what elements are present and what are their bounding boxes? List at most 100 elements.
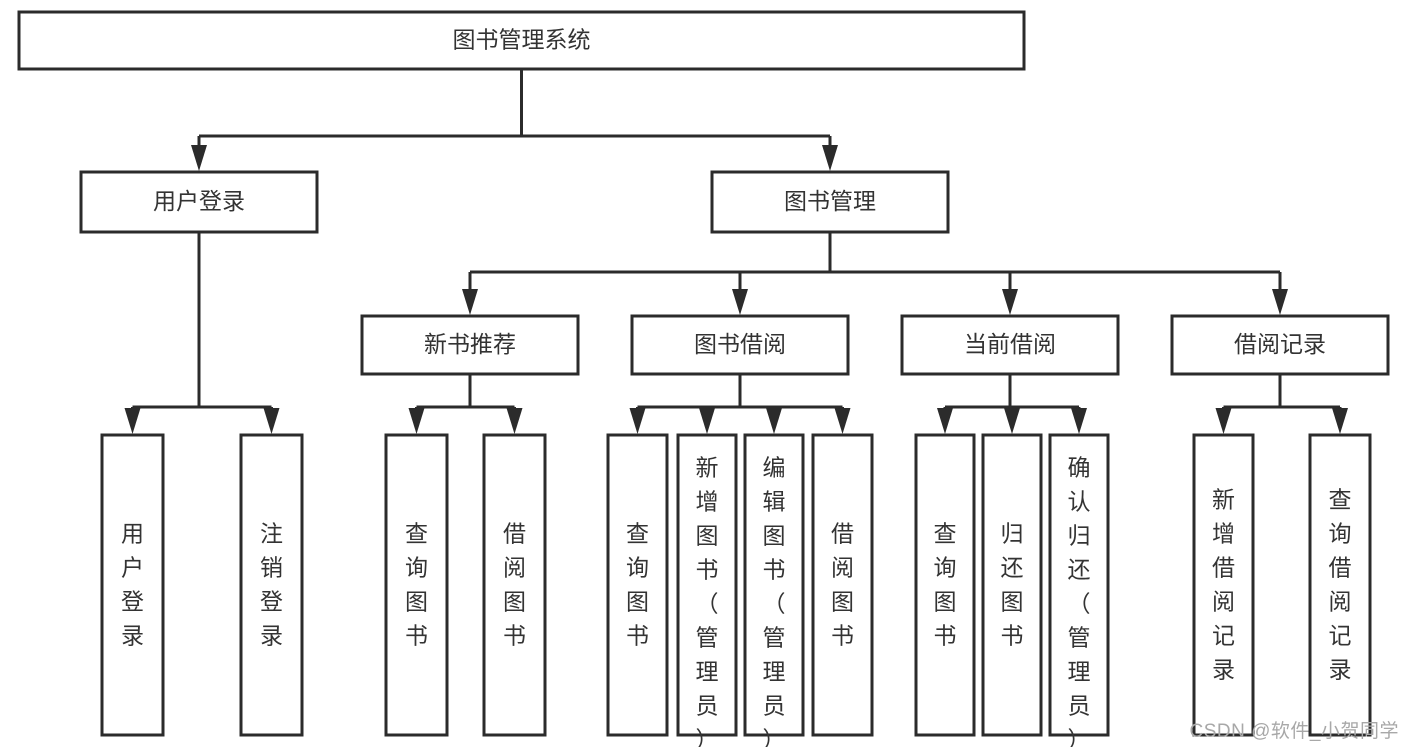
connector-book-manage-to-borrow-record <box>828 232 1288 315</box>
arrow-head-icon <box>191 145 207 171</box>
node-box[interactable] <box>1170 314 1390 376</box>
arrow-head-icon <box>834 408 851 434</box>
connector-current-borrow-to-l-cb-return <box>1004 374 1020 434</box>
arrow-head-icon <box>408 408 425 434</box>
node-l-cb-query[interactable]: 查询图书 <box>914 433 976 737</box>
connector-book-borrow-to-l-bb-edit <box>738 374 782 434</box>
node-label: 注销登录 <box>260 520 283 648</box>
node-l-bb-edit[interactable]: 编辑图书（管理员） <box>743 433 805 747</box>
node-l-bb-borrow[interactable]: 借阅图书 <box>811 433 874 737</box>
node-l-cb-return[interactable]: 归还图书 <box>981 433 1043 737</box>
node-label: 新书推荐 <box>424 331 516 357</box>
node-l-nbr-query[interactable]: 查询图书 <box>384 433 449 737</box>
node-label: 用户登录 <box>121 520 144 648</box>
node-box[interactable] <box>630 314 850 376</box>
arrow-head-icon <box>766 408 782 434</box>
node-l-bb-add[interactable]: 新增图书（管理员） <box>676 433 738 747</box>
node-label: 图书管理系统 <box>453 27 591 53</box>
connector-new-book-rec-to-l-nbr-borrow <box>468 374 523 434</box>
node-label: 归还图书 <box>1001 520 1024 648</box>
arrow-head-icon <box>699 408 715 434</box>
node-layer: 图书管理系统用户登录图书管理新书推荐图书借阅当前借阅借阅记录用户登录注销登录查询… <box>17 10 1390 747</box>
connector-borrow-record-to-l-br-query <box>1278 374 1348 434</box>
node-book-manage[interactable]: 图书管理 <box>710 170 950 234</box>
arrow-head-icon <box>629 408 646 434</box>
node-label: 查询借阅记录 <box>1329 486 1352 682</box>
node-label: 图书借阅 <box>694 331 786 357</box>
node-label: 新增图书（管理员） <box>696 454 719 747</box>
node-box[interactable] <box>482 433 547 737</box>
connector-book-manage-to-book-borrow <box>732 232 832 315</box>
node-book-borrow[interactable]: 图书借阅 <box>630 314 850 376</box>
arrow-head-icon <box>506 408 523 434</box>
node-leaf-user-logout[interactable]: 注销登录 <box>239 433 304 737</box>
arrow-head-icon <box>822 145 838 171</box>
node-label: 查询图书 <box>626 520 649 648</box>
connector-current-borrow-to-l-cb-query <box>937 374 1012 434</box>
arrow-head-icon <box>732 289 748 315</box>
arrow-head-icon <box>1272 289 1288 315</box>
node-box[interactable] <box>100 433 165 737</box>
connector-user-login-to-leaf-user-logout <box>197 232 280 434</box>
node-label: 新增借阅记录 <box>1212 486 1235 682</box>
connector-root-to-book-manage <box>520 69 838 171</box>
node-l-br-add[interactable]: 新增借阅记录 <box>1192 433 1255 737</box>
node-box[interactable] <box>1192 433 1255 737</box>
connector-new-book-rec-to-l-nbr-query <box>408 374 472 434</box>
node-box[interactable] <box>1308 433 1372 737</box>
node-box[interactable] <box>360 314 580 376</box>
node-box[interactable] <box>811 433 874 737</box>
connector-book-borrow-to-l-bb-add <box>699 374 742 434</box>
node-root[interactable]: 图书管理系统 <box>17 10 1026 71</box>
node-box[interactable] <box>606 433 669 737</box>
node-label: 借阅记录 <box>1234 331 1326 357</box>
connector-book-borrow-to-l-bb-borrow <box>738 374 851 434</box>
node-box[interactable] <box>981 433 1043 737</box>
node-box[interactable] <box>79 170 319 234</box>
connector-book-borrow-to-l-bb-query <box>629 374 742 434</box>
arrow-head-icon <box>1004 408 1020 434</box>
node-borrow-record[interactable]: 借阅记录 <box>1170 314 1390 376</box>
node-l-br-query[interactable]: 查询借阅记录 <box>1308 433 1372 737</box>
watermark-label: CSDN @软件_小贺同学 <box>1189 721 1399 742</box>
arrow-head-icon <box>263 408 280 434</box>
node-user-login[interactable]: 用户登录 <box>79 170 319 234</box>
node-label: 查询图书 <box>934 520 957 648</box>
node-box[interactable] <box>17 10 1026 71</box>
arrow-head-icon <box>462 289 478 315</box>
node-box[interactable] <box>676 433 738 737</box>
node-current-borrow[interactable]: 当前借阅 <box>900 314 1120 376</box>
arrow-head-icon <box>1332 408 1348 434</box>
node-label: 借阅图书 <box>831 520 854 648</box>
node-new-book-rec[interactable]: 新书推荐 <box>360 314 580 376</box>
node-label: 用户登录 <box>153 188 245 214</box>
connector-borrow-record-to-l-br-add <box>1215 374 1282 434</box>
connector-layer <box>124 69 1348 434</box>
node-label: 当前借阅 <box>964 331 1056 357</box>
node-box[interactable] <box>239 433 304 737</box>
node-l-bb-query[interactable]: 查询图书 <box>606 433 669 737</box>
arrow-head-icon <box>1071 408 1087 434</box>
arrow-head-icon <box>937 408 953 434</box>
node-label: 确认归还（管理员） <box>1068 454 1091 747</box>
connector-root-to-user-login <box>191 69 523 171</box>
arrow-head-icon <box>1215 408 1232 434</box>
node-l-cb-confirm[interactable]: 确认归还（管理员） <box>1048 433 1110 747</box>
arrow-head-icon <box>124 408 141 434</box>
arrow-head-icon <box>1002 289 1018 315</box>
node-leaf-user-login[interactable]: 用户登录 <box>100 433 165 737</box>
node-box[interactable] <box>710 170 950 234</box>
node-box[interactable] <box>384 433 449 737</box>
connector-current-borrow-to-l-cb-confirm <box>1008 374 1087 434</box>
node-box[interactable] <box>1048 433 1110 737</box>
node-box[interactable] <box>743 433 805 737</box>
node-box[interactable] <box>914 433 976 737</box>
node-box[interactable] <box>900 314 1120 376</box>
connector-user-login-to-leaf-user-login <box>124 232 201 434</box>
node-l-nbr-borrow[interactable]: 借阅图书 <box>482 433 547 737</box>
node-label: 图书管理 <box>784 188 876 214</box>
node-label: 编辑图书（管理员） <box>763 454 786 747</box>
node-label: 借阅图书 <box>503 520 526 648</box>
